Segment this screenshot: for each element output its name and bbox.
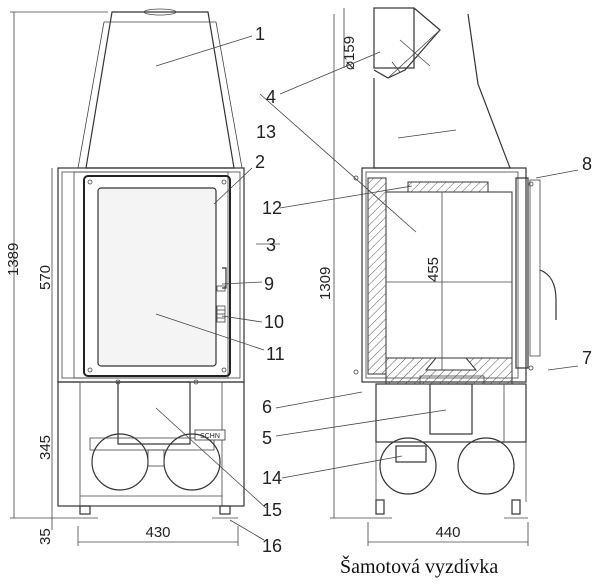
door-handle [222,267,227,289]
front-hood [85,11,235,169]
callout-15: 15 [262,500,282,520]
callout-14: 14 [262,468,282,488]
refractory-bottom [385,357,513,385]
callout-1: 1 [255,24,265,44]
side-dimensions: 1309 ⌀159 440 [317,8,529,546]
dim-foot-height: 35 [37,528,54,545]
callout-8: 8 [582,154,592,174]
front-door-frame [83,175,231,377]
callout-11: 11 [266,344,285,364]
front-dimensions: 1389 570 345 35 430 [5,11,239,546]
side-left-cylinder [379,437,437,495]
caption-text: Šamotová vyzdívka [340,556,499,578]
dim-front-width: 430 [145,524,170,541]
dim-overall-height: 1389 [5,243,22,276]
dim-door-height: 570 [37,265,54,290]
callout-12: 12 [262,198,282,218]
front-foot-left [79,505,91,515]
callout-9: 9 [264,274,274,294]
callout-3: 3 [266,235,276,255]
dim-side-width: 440 [435,524,460,541]
side-feed-box [395,445,427,463]
side-hood [373,13,511,169]
brand-plate-text: SCHN [200,433,220,440]
side-foot-left [375,499,385,515]
side-ash-box [429,383,473,435]
front-left-cylinder [91,433,149,491]
side-base [375,383,527,443]
side-door [515,177,529,369]
callout-labels: 1 2 3 4 5 6 7 8 9 10 11 12 13 14 15 16 [255,24,592,556]
front-foot-right [219,505,231,515]
dim-flue-diameter: ⌀159 [341,36,358,70]
callout-16: 16 [262,536,282,556]
dim-base-height: 345 [37,435,54,460]
front-ash-box [117,381,191,445]
callout-4: 4 [266,87,276,107]
refractory-back [367,177,387,375]
side-body [361,167,527,383]
flue-pipe [373,7,415,69]
combustion-chamber [385,191,513,359]
dim-inner-height: 455 [425,257,442,282]
callout-2: 2 [255,152,265,172]
side-foot-right [511,499,521,515]
callout-6: 6 [262,397,272,417]
side-right-cylinder [457,437,515,495]
callout-5: 5 [262,428,272,448]
callout-10: 10 [264,312,284,332]
side-view: 455 [353,7,557,519]
side-handle [539,269,557,320]
callout-7: 7 [582,348,592,368]
front-right-cylinder [163,433,221,491]
callout-13: 13 [256,122,276,142]
front-view: SCHN [57,8,245,519]
callout-leaders [155,35,579,541]
front-door-glass [97,187,217,367]
refractory-top [407,181,489,193]
dim-side-height: 1309 [317,267,334,300]
